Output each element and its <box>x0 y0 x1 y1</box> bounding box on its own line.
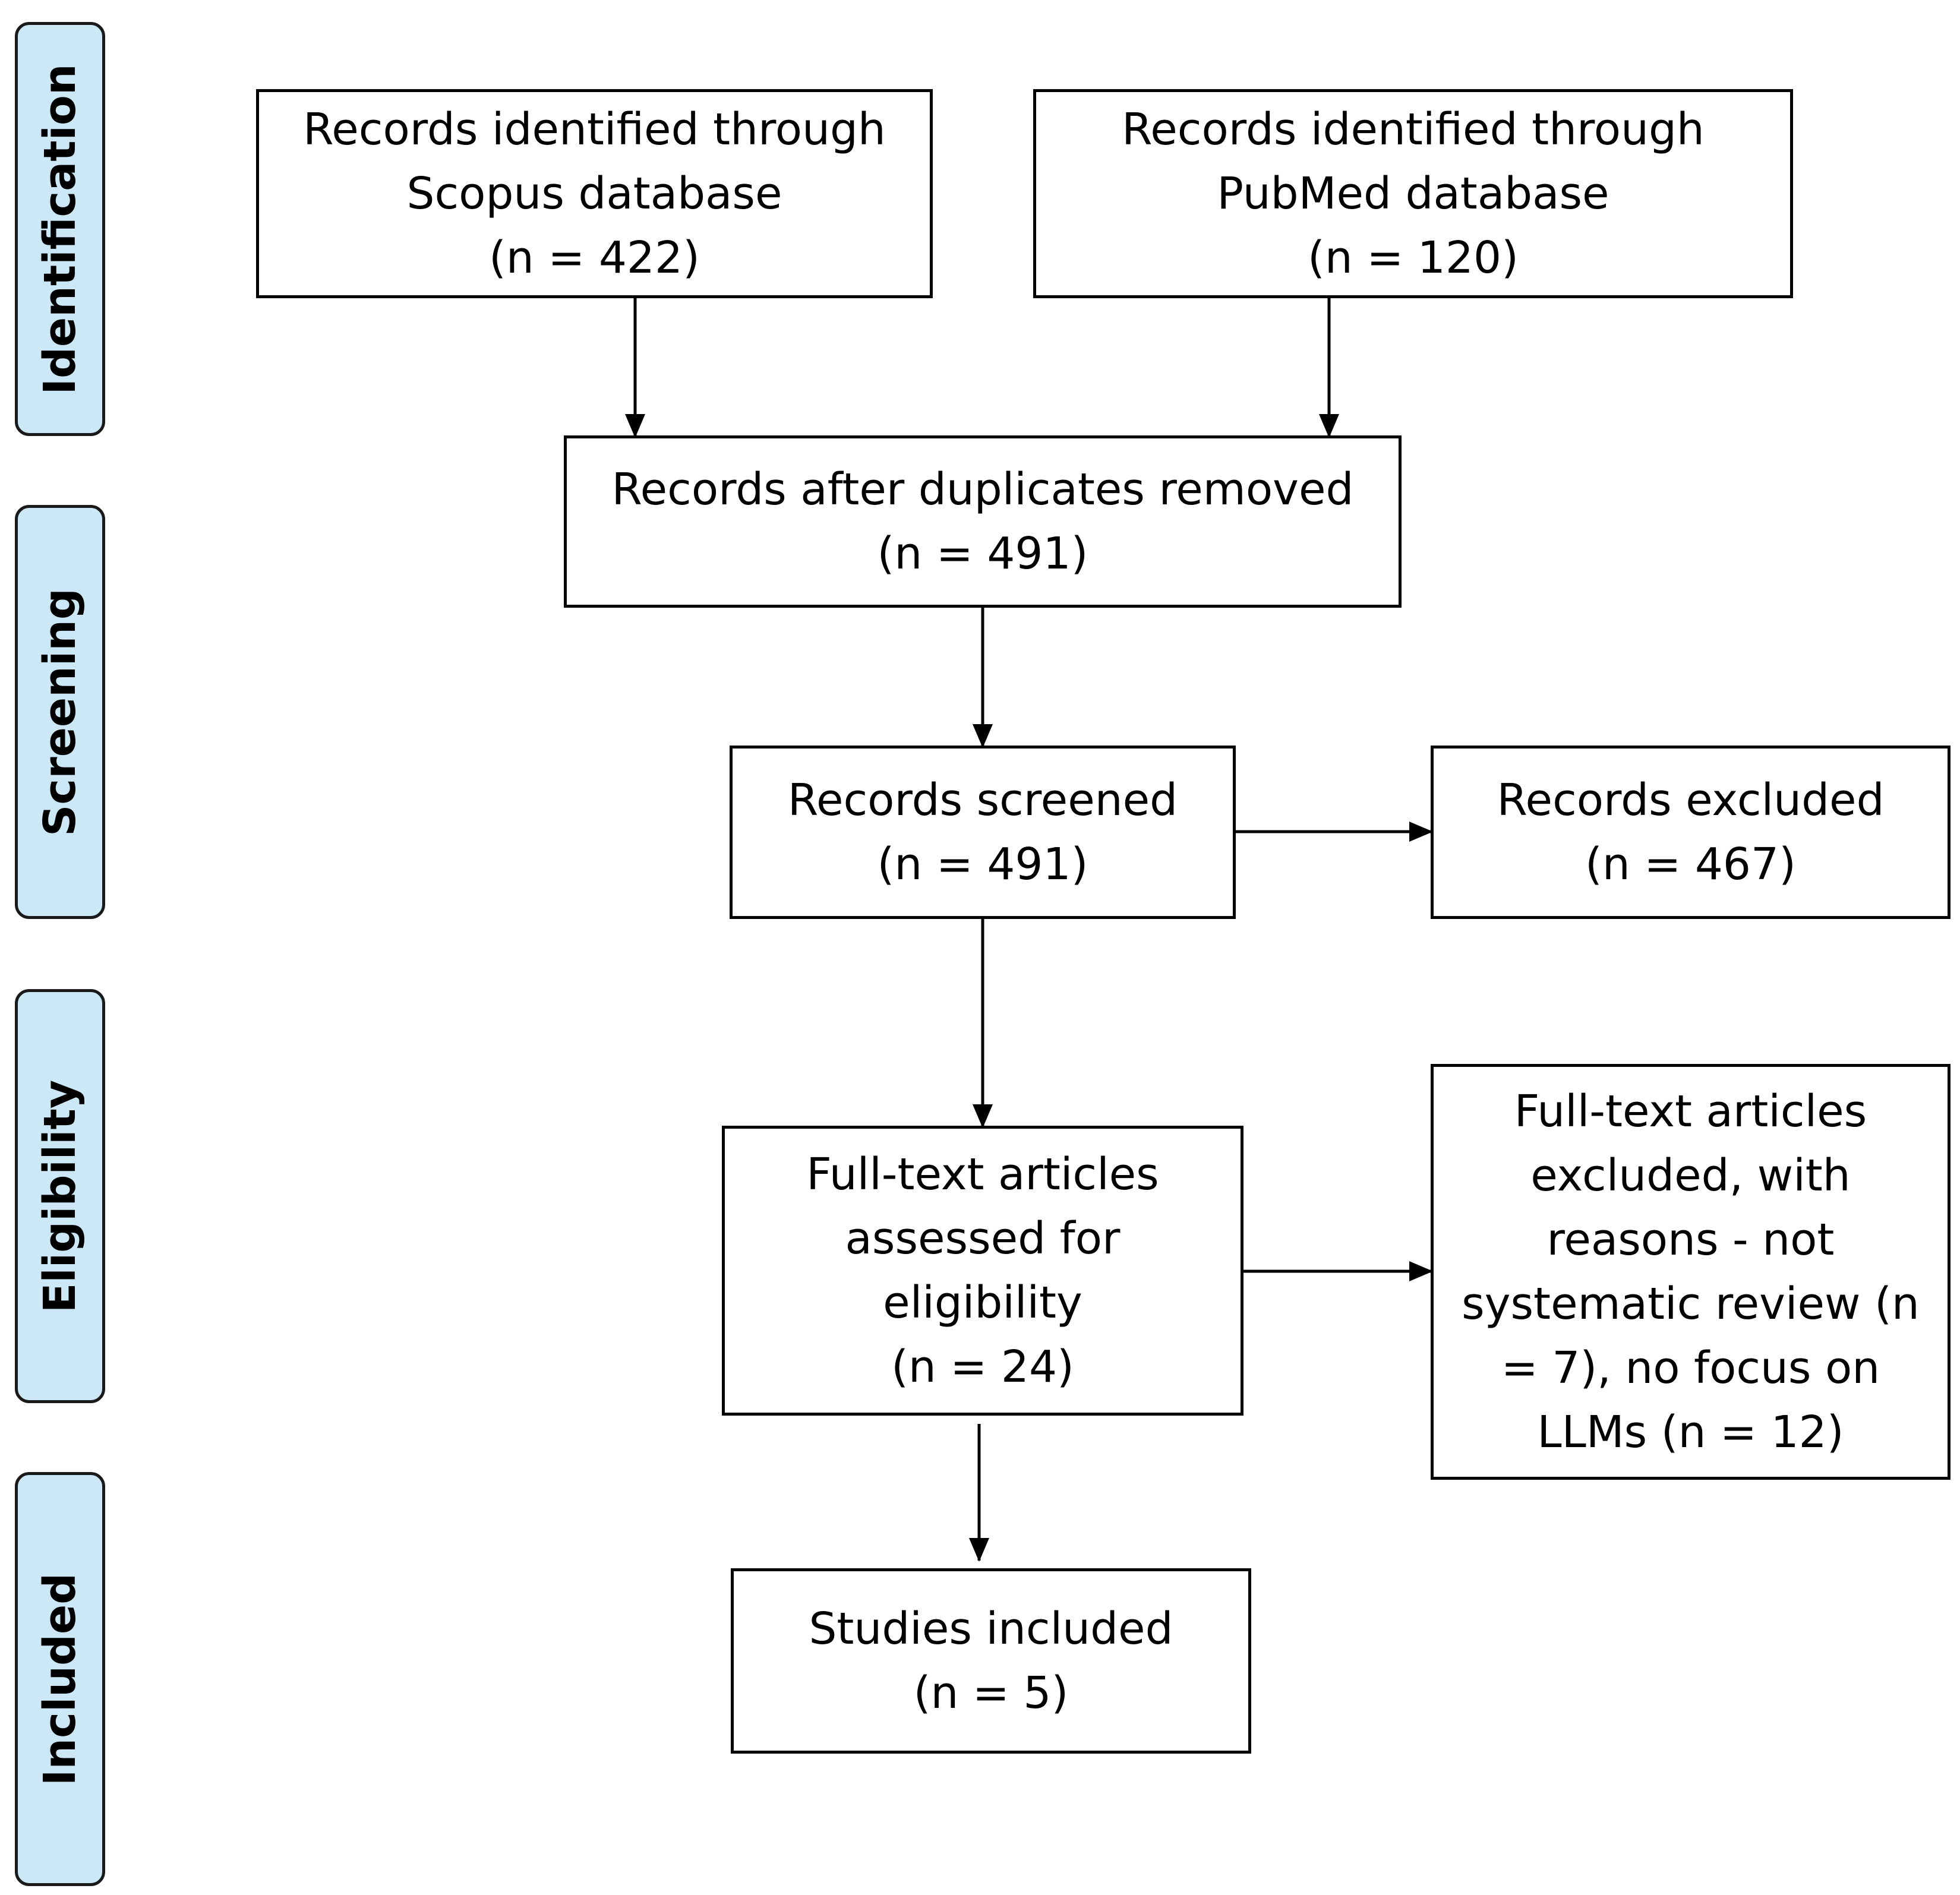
box-text-line: Records after duplicates removed <box>611 464 1354 515</box>
box-records-screened: Records screened (n = 491) <box>730 746 1236 919</box>
box-text-line: Studies included <box>809 1603 1173 1654</box>
box-records-screened-text: Records screened (n = 491) <box>788 768 1178 896</box>
box-text-line: (n = 24) <box>891 1341 1074 1392</box>
box-text-line: assessed for <box>845 1213 1121 1264</box>
box-text-line: Records identified through <box>303 104 886 155</box>
phase-identification: Identification <box>15 22 105 436</box>
box-text-line: excluded, with <box>1530 1150 1851 1201</box>
phase-screening: Screening <box>15 505 105 919</box>
box-text-line: LLMs (n = 12) <box>1537 1407 1844 1458</box>
box-text-line: eligibility <box>883 1277 1082 1328</box>
box-text-line: (n = 422) <box>489 232 700 283</box>
box-text-line: Records identified through <box>1122 104 1705 155</box>
phase-included: Included <box>15 1472 105 1886</box>
box-deduplicated-records-text: Records after duplicates removed (n = 49… <box>612 457 1354 586</box>
box-studies-included: Studies included (n = 5) <box>731 1568 1251 1754</box>
box-pubmed-records-text: Records identified through PubMed databa… <box>1122 97 1705 290</box>
box-scopus-records-text: Records identified through Scopus databa… <box>303 97 886 290</box>
box-records-excluded: Records excluded (n = 467) <box>1431 746 1950 919</box>
box-scopus-records: Records identified through Scopus databa… <box>256 89 933 298</box>
box-text-line: PubMed database <box>1217 168 1609 219</box>
box-fulltext-assessed-text: Full-text articles assessed for eligibil… <box>806 1142 1159 1399</box>
box-text-line: Full-text articles <box>1514 1086 1867 1137</box>
box-fulltext-assessed: Full-text articles assessed for eligibil… <box>722 1126 1243 1416</box>
box-text-line: Scopus database <box>406 168 782 219</box>
box-fulltext-excluded: Full-text articles excluded, with reason… <box>1431 1064 1950 1480</box>
box-text-line: (n = 491) <box>877 528 1088 579</box>
box-records-excluded-text: Records excluded (n = 467) <box>1497 768 1884 896</box>
box-text-line: (n = 491) <box>877 839 1088 890</box>
box-text-line: Records screened <box>787 775 1178 826</box>
box-text-line: (n = 120) <box>1308 232 1519 283</box>
box-text-line: (n = 5) <box>913 1667 1069 1719</box>
box-text-line: = 7), no focus on <box>1501 1343 1880 1394</box>
box-text-line: (n = 467) <box>1585 839 1796 890</box>
box-studies-included-text: Studies included (n = 5) <box>809 1597 1173 1725</box>
box-text-line: systematic review (n <box>1462 1278 1920 1329</box>
box-text-line: Records excluded <box>1497 775 1885 826</box>
box-deduplicated-records: Records after duplicates removed (n = 49… <box>564 435 1402 608</box>
box-fulltext-excluded-text: Full-text articles excluded, with reason… <box>1462 1079 1920 1464</box>
phase-eligibility: Eligibility <box>15 989 105 1403</box>
box-text-line: Full-text articles <box>806 1149 1159 1200</box>
box-pubmed-records: Records identified through PubMed databa… <box>1033 89 1793 298</box>
box-text-line: reasons - not <box>1546 1214 1835 1265</box>
